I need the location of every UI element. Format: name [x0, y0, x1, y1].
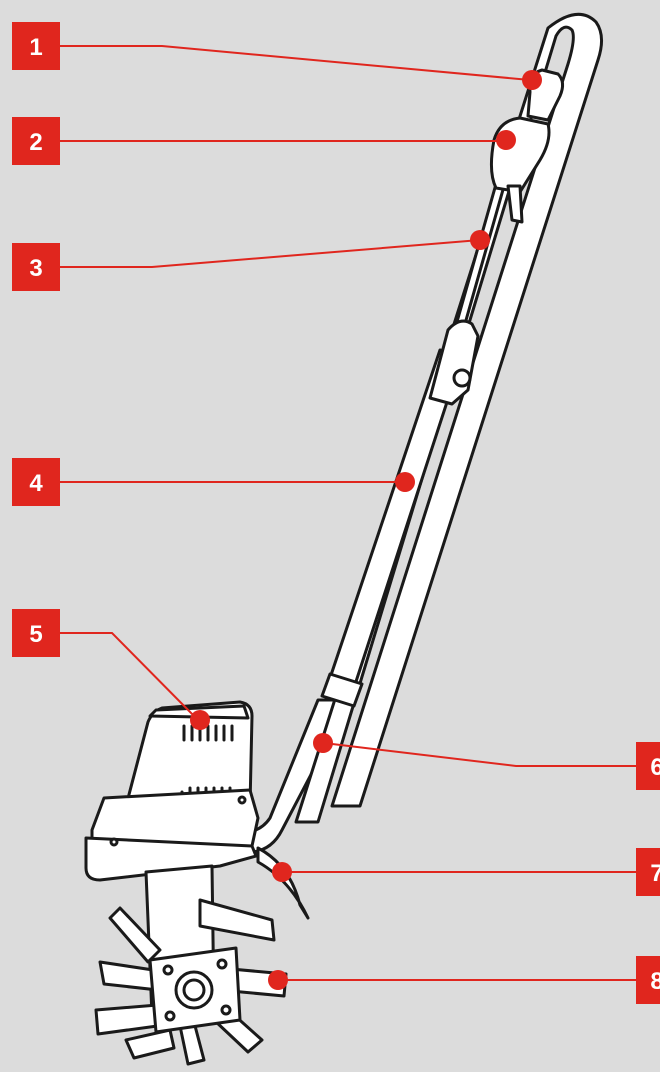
- tine: [124, 1028, 176, 1060]
- callout-badges: 1 2 3 4 5 6 7 8: [12, 22, 660, 1004]
- leader-line-1: [60, 45, 531, 81]
- motor-vents-top: [182, 724, 234, 742]
- plate-bolt: [216, 958, 228, 970]
- callout-dot-2: [496, 130, 516, 150]
- callout-number-7: 7: [650, 860, 660, 887]
- callout-dot-6: [313, 733, 333, 753]
- deck-screw: [109, 837, 119, 847]
- callout-number-5: 5: [29, 621, 42, 648]
- callout-badge-6: 6: [636, 742, 660, 790]
- callout-badge-1: 1: [12, 22, 60, 70]
- deck-shield: [84, 836, 258, 882]
- leader-line-6: [323, 742, 636, 767]
- deck-screw: [237, 795, 247, 805]
- callout-dot-4: [395, 472, 415, 492]
- callout-badge-5: 5: [12, 609, 60, 657]
- clamp-knob: [452, 368, 472, 388]
- shaft-brace: [256, 846, 310, 920]
- callout-dot-8: [268, 970, 288, 990]
- callout-badge-8: 8: [636, 956, 660, 1004]
- callout-badge-2: 2: [12, 117, 60, 165]
- callout-dot-1: [522, 70, 542, 90]
- handle-collar: [320, 672, 364, 708]
- callout-dot-3: [470, 230, 490, 250]
- callout-number-4: 4: [29, 470, 43, 497]
- cultivator-illustration: [84, 12, 603, 1066]
- callout-number-3: 3: [29, 255, 42, 282]
- callouts: [60, 45, 636, 981]
- callout-badge-7: 7: [636, 848, 660, 896]
- switch-lever: [506, 184, 524, 224]
- callout-number-6: 6: [650, 754, 660, 781]
- plate-bolt: [164, 1010, 176, 1022]
- plate-bolt: [162, 964, 174, 976]
- callout-dot-5: [190, 710, 210, 730]
- callout-badge-3: 3: [12, 243, 60, 291]
- callout-number-8: 8: [650, 968, 660, 995]
- callout-number-2: 2: [29, 129, 42, 156]
- callout-badge-4: 4: [12, 458, 60, 506]
- callout-number-1: 1: [29, 34, 42, 61]
- tine: [198, 898, 276, 942]
- callout-dot-7: [272, 862, 292, 882]
- callout-dots: [190, 70, 542, 990]
- leader-line-5: [60, 632, 199, 721]
- tine: [108, 906, 162, 964]
- gear-hub-inner: [182, 978, 206, 1002]
- plate-bolt: [220, 1004, 232, 1016]
- leader-line-3: [60, 239, 481, 268]
